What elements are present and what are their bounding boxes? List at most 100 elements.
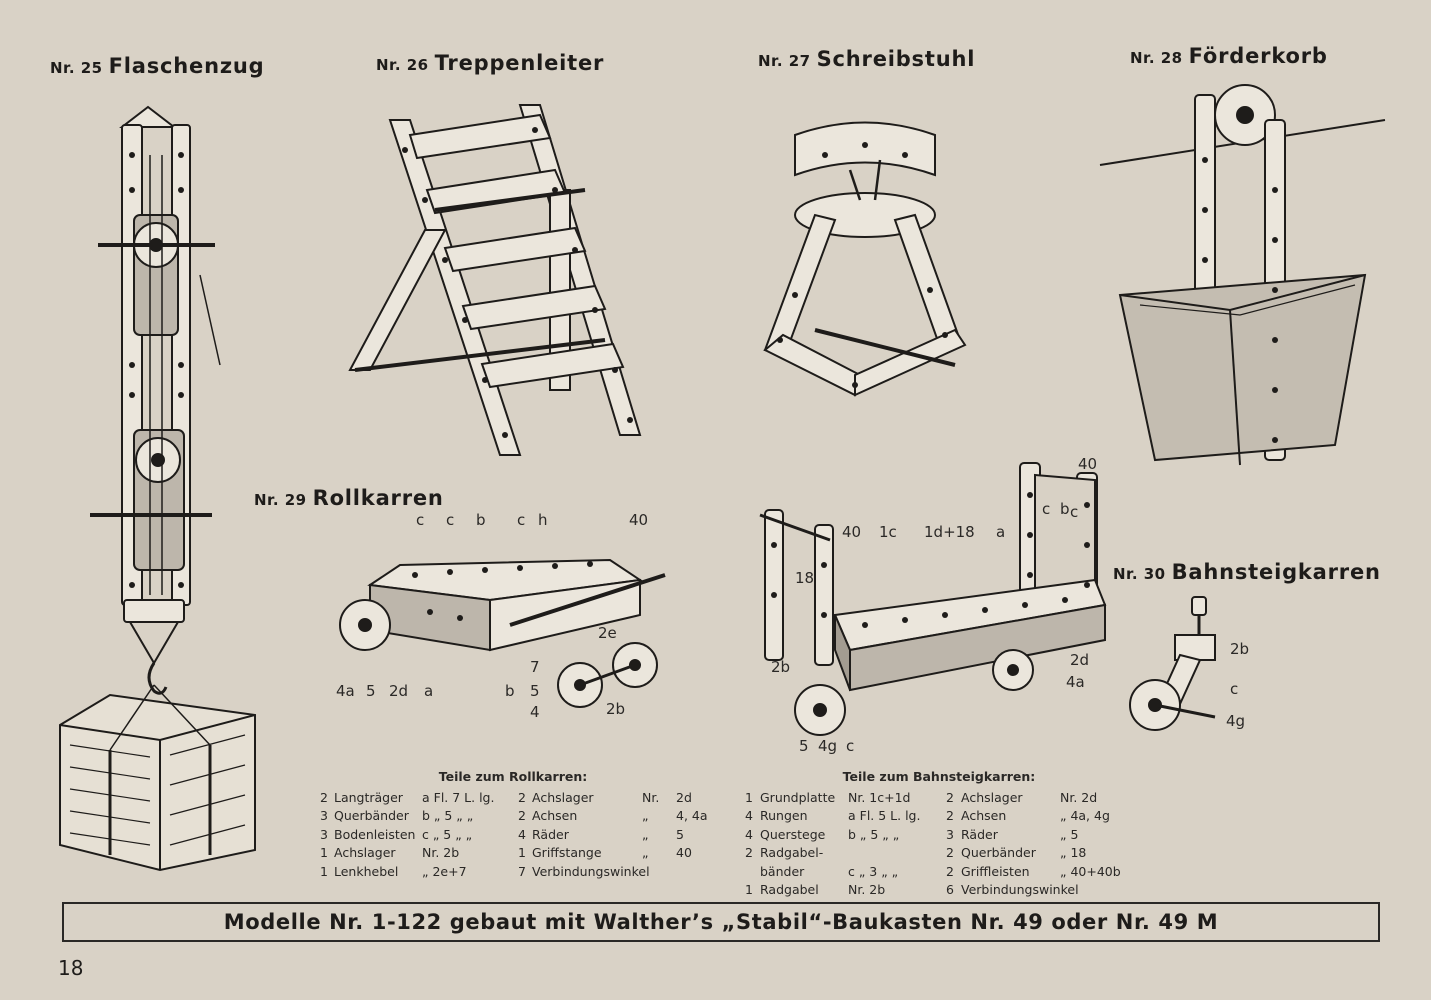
parts-cell: „ 2e+7 xyxy=(422,863,467,879)
label-29-top-0: c xyxy=(416,511,425,529)
parts-cell: 2 xyxy=(946,863,954,879)
label-car-0: 40 xyxy=(1078,455,1098,473)
parts-cell: Nr. xyxy=(642,789,660,805)
label-29-bottom-3: a xyxy=(424,682,434,700)
parts-cell: „ xyxy=(642,808,649,823)
parts-cell: Räder xyxy=(532,826,569,842)
label-car-3: 1d+18 xyxy=(924,523,975,541)
label-29-bottom-1: 5 xyxy=(366,682,376,700)
parts-cell: 2d xyxy=(676,789,692,805)
parts-cell: Achslager xyxy=(334,845,396,860)
parts-cell: 2 xyxy=(745,845,753,860)
footer-banner: Modelle Nr. 1-122 gebaut mit Walther’s „… xyxy=(62,902,1380,942)
label-car-12: b xyxy=(1060,500,1070,518)
label-car-7: 2d xyxy=(1070,651,1090,669)
label-car-10: 4g xyxy=(818,737,838,755)
parts-cell: Achslager xyxy=(532,789,594,805)
parts-cell: b „ 5 „ „ xyxy=(848,826,900,842)
label-29-top-2: b xyxy=(476,511,486,529)
label-car-6: 2b xyxy=(771,658,791,676)
parts-cell: b „ 5 „ „ xyxy=(422,808,474,823)
figure-rollkarren xyxy=(339,558,666,708)
label-29-bottom-6: 4 xyxy=(530,703,540,721)
label-car-4: a xyxy=(996,523,1006,541)
parts-cell: a Fl. 7 L. lg. xyxy=(422,789,495,805)
parts-row: 2 Langträger a Fl. 7 L. lg. 2 Achslager Nr. 2d xyxy=(318,789,708,808)
parts-heading-bahnsteigkarren: Teile zum Bahnsteigkarren: xyxy=(842,769,1036,784)
parts-cell: 3 xyxy=(946,826,954,842)
parts-cell: 2 xyxy=(518,789,526,805)
parts-cell: „ 4a, 4g xyxy=(1060,808,1110,823)
label-car-5: 18 xyxy=(795,569,815,587)
parts-cell: 2 xyxy=(946,789,954,805)
figure-flaschenzug xyxy=(59,105,256,872)
parts-cell: Nr. 2d xyxy=(1060,789,1098,805)
parts-cell: Nr. 2b xyxy=(848,882,886,897)
label-car-2: 1c xyxy=(879,523,897,541)
parts-cell: Achsen xyxy=(532,808,578,823)
parts-row: 2 Radgabel- 2 Querbänder „ 18 xyxy=(744,844,1134,863)
parts-cell: 6 xyxy=(946,882,954,897)
parts-cell: 1 xyxy=(745,789,753,805)
label-29-top-4: h xyxy=(538,511,548,529)
parts-cell: 2 xyxy=(946,845,954,860)
figure-foerderkorb xyxy=(1099,84,1386,466)
parts-cell: Rungen xyxy=(760,808,808,823)
parts-cell: Räder xyxy=(961,826,998,842)
parts-cell: 1 xyxy=(518,845,526,860)
parts-cell: c „ 5 „ „ xyxy=(422,826,473,842)
parts-cell: 5 xyxy=(676,826,684,842)
label-29-bottom-7: 7 xyxy=(530,658,540,676)
label-car-8: 4a xyxy=(1066,673,1085,691)
parts-cell: 1 xyxy=(745,882,753,897)
parts-cell: 1 xyxy=(320,845,328,860)
figure-schreibstuhl xyxy=(763,121,967,397)
parts-cell: a Fl. 5 L. lg. xyxy=(848,808,921,823)
label-29-bottom-2: 2d xyxy=(389,682,409,700)
parts-cell: 2 xyxy=(320,789,328,805)
label-30-2: 4g xyxy=(1226,712,1246,730)
parts-cell: „ 5 xyxy=(1060,826,1079,842)
parts-cell: „ xyxy=(642,826,649,842)
parts-cell: 3 xyxy=(320,826,328,842)
figure-bahnsteigkarren xyxy=(759,462,1107,736)
parts-cell: Radgabel xyxy=(760,882,819,897)
label-29-bottom-9: 2b xyxy=(606,700,626,718)
parts-row: 3 Bodenleisten c „ 5 „ „ 4 Räder „ 5 xyxy=(318,826,708,845)
label-29-top-3: c xyxy=(517,511,526,529)
parts-cell: 40 xyxy=(676,845,692,860)
label-car-9: 5 xyxy=(799,737,809,755)
parts-cell: „ 18 xyxy=(1060,845,1087,860)
parts-cell: Querbänder xyxy=(334,808,409,823)
parts-cell: Griffstange xyxy=(532,845,602,860)
figure-nr30-wheel xyxy=(1129,596,1216,731)
parts-cell: 4 xyxy=(518,826,526,842)
label-car-1: 40 xyxy=(842,523,862,541)
parts-cell: Langträger xyxy=(334,789,403,805)
label-car-13: c xyxy=(1042,500,1051,518)
parts-cell: Achslager xyxy=(961,789,1023,805)
label-30-0: 2b xyxy=(1230,640,1250,658)
parts-cell: Verbindungswinkel xyxy=(532,863,650,879)
label-30-1: c xyxy=(1230,680,1239,698)
parts-cell: 2 xyxy=(946,808,954,823)
label-29-bottom-5: 5 xyxy=(530,682,540,700)
parts-cell: Radgabel- xyxy=(760,845,824,860)
parts-cell: Griffleisten xyxy=(961,863,1030,879)
label-29-bottom-4: b xyxy=(505,682,515,700)
parts-cell: Bodenleisten xyxy=(334,826,416,842)
parts-cell: Querbänder xyxy=(961,845,1036,860)
